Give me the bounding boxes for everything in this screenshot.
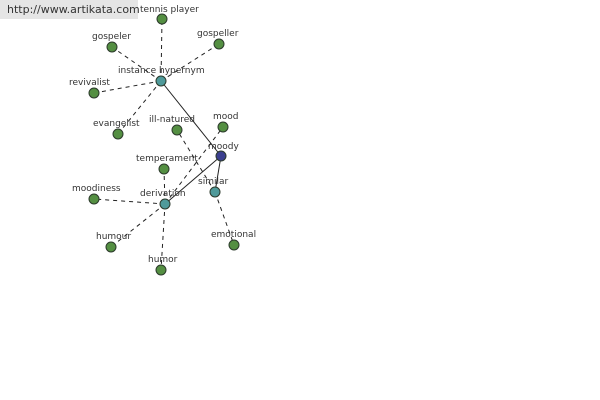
edge-evangelist — [117, 80, 162, 135]
node-ill-natured[interactable] — [171, 124, 183, 136]
edge-tennis-player — [160, 18, 163, 82]
node-moodiness[interactable] — [88, 193, 100, 205]
center-node-moody[interactable] — [215, 150, 227, 162]
edge-gospeler — [111, 46, 162, 82]
label-gospeller[interactable]: gospeller — [197, 29, 239, 39]
node-temperament[interactable] — [158, 163, 170, 175]
label-humour[interactable]: humour — [96, 232, 131, 242]
node-emotional[interactable] — [228, 239, 240, 251]
center-label-moody[interactable]: moody — [208, 142, 239, 152]
edge-instance-hypernym — [160, 80, 222, 157]
relation-label-similar[interactable]: similar — [198, 177, 228, 187]
label-mood[interactable]: mood — [213, 112, 239, 122]
relation-node-derivation[interactable] — [159, 198, 171, 210]
edge-derivation — [164, 155, 222, 205]
edge-revivalist — [93, 80, 162, 94]
edge-temperament — [163, 168, 166, 205]
label-moodiness[interactable]: moodiness — [72, 184, 121, 194]
graph-labels: tennis player gospeler gospeller revivalist… — [69, 5, 256, 265]
relation-label-derivation[interactable]: derivation — [140, 189, 186, 199]
label-humor[interactable]: humor — [148, 255, 178, 265]
edge-emotional — [214, 191, 235, 246]
graph-nodes — [88, 13, 240, 276]
site-url-banner[interactable]: http://www.artikata.com — [0, 0, 140, 19]
edge-gospeller — [160, 43, 220, 82]
edge-humor — [160, 203, 166, 271]
label-emotional[interactable]: emotional — [211, 230, 256, 240]
node-tennis-player[interactable] — [156, 13, 168, 25]
node-mood[interactable] — [217, 121, 229, 133]
label-tennis-player[interactable]: tennis player — [140, 5, 199, 15]
label-evangelist[interactable]: evangelist — [93, 119, 140, 129]
relation-node-instance-hypernym[interactable] — [155, 75, 167, 87]
label-ill-natured[interactable]: ill-natured — [149, 115, 195, 125]
node-gospeler[interactable] — [106, 41, 118, 53]
edge-moodiness — [93, 198, 166, 205]
node-humour[interactable] — [105, 241, 117, 253]
label-revivalist[interactable]: revivalist — [69, 78, 110, 88]
graph-edges — [93, 18, 235, 271]
label-temperament[interactable]: temperament — [136, 154, 198, 164]
relation-node-similar[interactable] — [209, 186, 221, 198]
relation-label-instance-hypernym[interactable]: instance hypernym — [118, 66, 205, 76]
node-evangelist[interactable] — [112, 128, 124, 140]
node-gospeller[interactable] — [213, 38, 225, 50]
edge-mood — [164, 126, 224, 205]
node-humor[interactable] — [155, 264, 167, 276]
label-gospeler[interactable]: gospeler — [92, 32, 131, 42]
node-revivalist[interactable] — [88, 87, 100, 99]
edge-humour — [110, 203, 166, 248]
edge-similar — [214, 155, 222, 193]
